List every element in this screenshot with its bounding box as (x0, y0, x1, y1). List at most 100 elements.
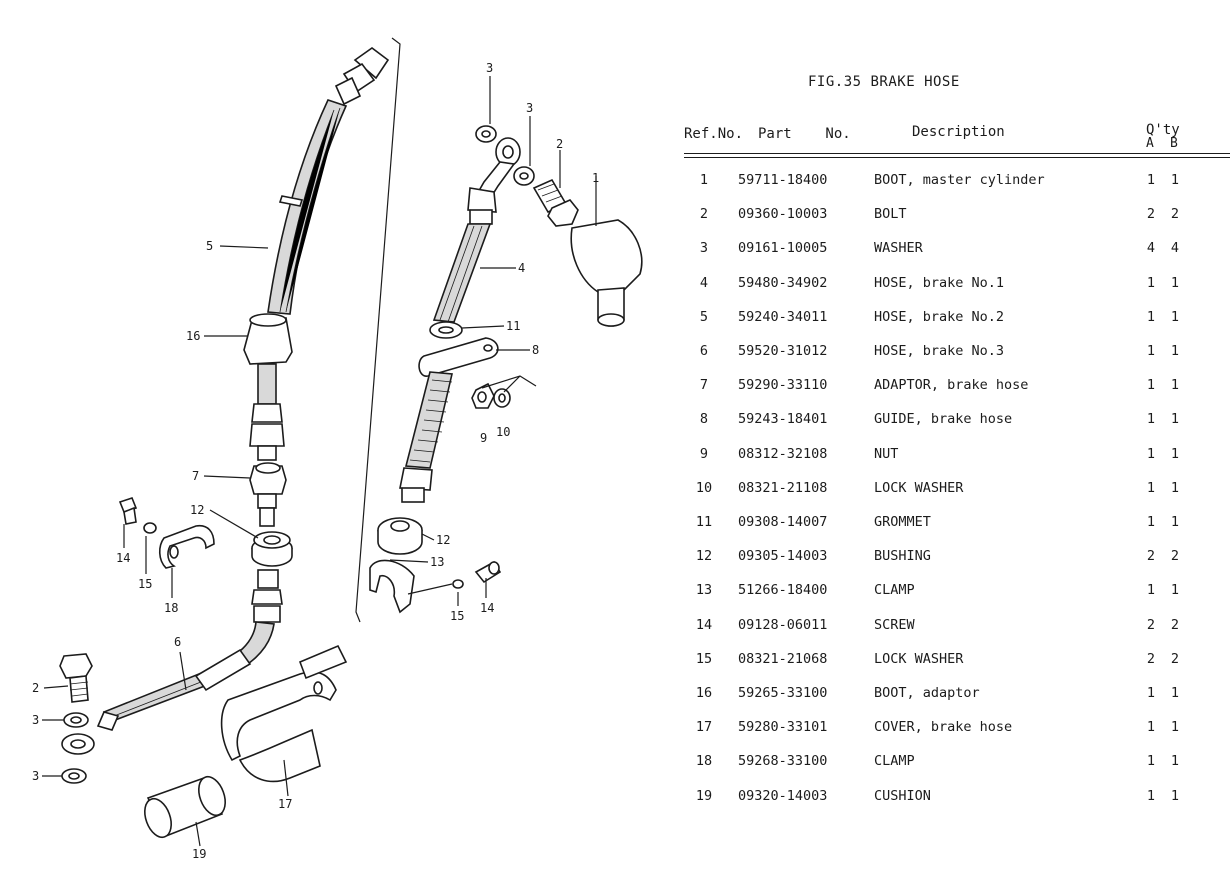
part-no-cell: 08321-21068 (738, 650, 828, 667)
qty-a-cell: 1 (1146, 308, 1156, 325)
qty-a-cell: 2 (1146, 650, 1156, 667)
part-no-cell: 09320-14003 (738, 787, 828, 804)
qty-b-cell: 1 (1170, 479, 1180, 496)
header-rule-top (684, 153, 1230, 154)
nut-9 (471, 382, 495, 409)
qty-a-cell: 1 (1146, 411, 1156, 428)
callout-1: 1 (592, 171, 599, 185)
part-no-cell: 09161-10005 (738, 240, 828, 257)
washer-3-lower-a-hole (70, 716, 82, 724)
header-ref-no: Ref.No. (684, 126, 744, 142)
ref-no-cell: 3 (699, 240, 709, 257)
header-description: Description (912, 124, 1005, 140)
qty-b-cell: 2 (1170, 206, 1180, 223)
qty-a-cell: 1 (1146, 377, 1156, 394)
screw-14-left (118, 497, 138, 525)
qty-a-cell: 1 (1146, 514, 1156, 530)
description-cell: HOSE, brake No.1 (874, 274, 1005, 291)
qty-b-cell: 2 (1170, 650, 1180, 667)
qty-a-cell: 2 (1146, 548, 1156, 565)
header-rule-bottom (684, 157, 1230, 158)
ref-no-cell: 7 (699, 377, 709, 394)
part-no-cell: 59280-33101 (738, 719, 828, 736)
qty-b-cell: 1 (1170, 445, 1180, 462)
hose-5-top-fitting (334, 47, 390, 106)
lock-washer-10-hole (498, 393, 506, 403)
callout-14-left: 14 (116, 551, 130, 565)
brake-hose-illustration: 1 2 3 3 4 5 16 11 8 7 9 10 12 12 13 14 1… (32, 37, 643, 861)
description-cell: LOCK WASHER (874, 479, 964, 496)
hose-4 (432, 223, 492, 323)
clamp-18 (158, 524, 215, 569)
callout-12-right: 12 (436, 533, 450, 547)
qty-a-cell: 1 (1146, 172, 1156, 188)
callout-15-left: 15 (138, 577, 152, 591)
bolt-2-upper (532, 178, 579, 227)
ref-no-cell: 1 (699, 172, 709, 188)
description-cell: CUSHION (874, 787, 931, 804)
banjo-fitting-lower (61, 711, 120, 755)
qty-b-cell: 1 (1170, 787, 1180, 804)
qty-b-cell: 1 (1170, 582, 1180, 599)
ref-no-cell: 15 (695, 650, 713, 667)
ref-no-cell: 4 (699, 274, 709, 291)
qty-b-cell: 4 (1170, 240, 1180, 257)
description-cell: BOLT (874, 206, 907, 223)
description-cell: NUT (874, 445, 899, 462)
qty-a-cell: 4 (1146, 240, 1156, 257)
ref-no-cell: 12 (695, 548, 713, 565)
qty-a-cell: 1 (1146, 479, 1156, 496)
description-cell: GROMMET (874, 514, 931, 530)
description-cell: BUSHING (874, 548, 931, 565)
boot-16 (243, 313, 293, 365)
ref-no-cell: 9 (699, 445, 709, 462)
bolt-2-lower (59, 653, 93, 703)
part-no-cell: 59240-34011 (738, 308, 828, 325)
ref-no-cell: 11 (695, 514, 713, 530)
part-no-cell: 59520-31012 (738, 343, 828, 359)
header-qty-b: B (1170, 136, 1178, 151)
callout-3-lower-a: 3 (32, 713, 39, 727)
description-cell: BOOT, adaptor (874, 685, 980, 701)
cushion-19 (144, 775, 226, 839)
description-cell: HOSE, brake No.2 (874, 308, 1005, 325)
qty-b-cell: 1 (1170, 411, 1180, 428)
qty-b-cell: 1 (1170, 274, 1180, 291)
description-cell: ADAPTOR, brake hose (874, 377, 1029, 394)
callout-3-upper-b: 3 (526, 101, 533, 115)
description-cell: WASHER (874, 240, 923, 257)
ref-no-cell: 5 (699, 308, 709, 325)
part-no-cell: 59711-18400 (738, 172, 828, 188)
ref-no-cell: 18 (695, 753, 713, 770)
callout-7: 7 (192, 469, 199, 483)
qty-a-cell: 1 (1146, 719, 1156, 736)
lock-washer-15-right (452, 579, 464, 589)
callout-5: 5 (206, 239, 213, 253)
qty-b-cell: 1 (1170, 514, 1180, 530)
part-no-cell: 08312-32108 (738, 445, 828, 462)
ref-no-cell: 16 (695, 685, 713, 701)
guide-line (355, 37, 401, 623)
ref-no-cell: 10 (695, 479, 713, 496)
callout-3-upper-a: 3 (486, 61, 493, 75)
description-cell: CLAMP (874, 753, 915, 770)
description-cell: CLAMP (874, 582, 915, 599)
qty-b-cell: 1 (1170, 343, 1180, 359)
callout-17: 17 (278, 797, 292, 811)
qty-a-cell: 1 (1146, 343, 1156, 359)
ref-no-cell: 19 (695, 787, 713, 804)
ref-no-cell: 14 (695, 616, 713, 633)
callout-6: 6 (174, 635, 181, 649)
washer-3-upper-a-hole (481, 130, 491, 138)
part-no-cell: 09360-10003 (738, 206, 828, 223)
ref-no-cell: 13 (695, 582, 713, 599)
